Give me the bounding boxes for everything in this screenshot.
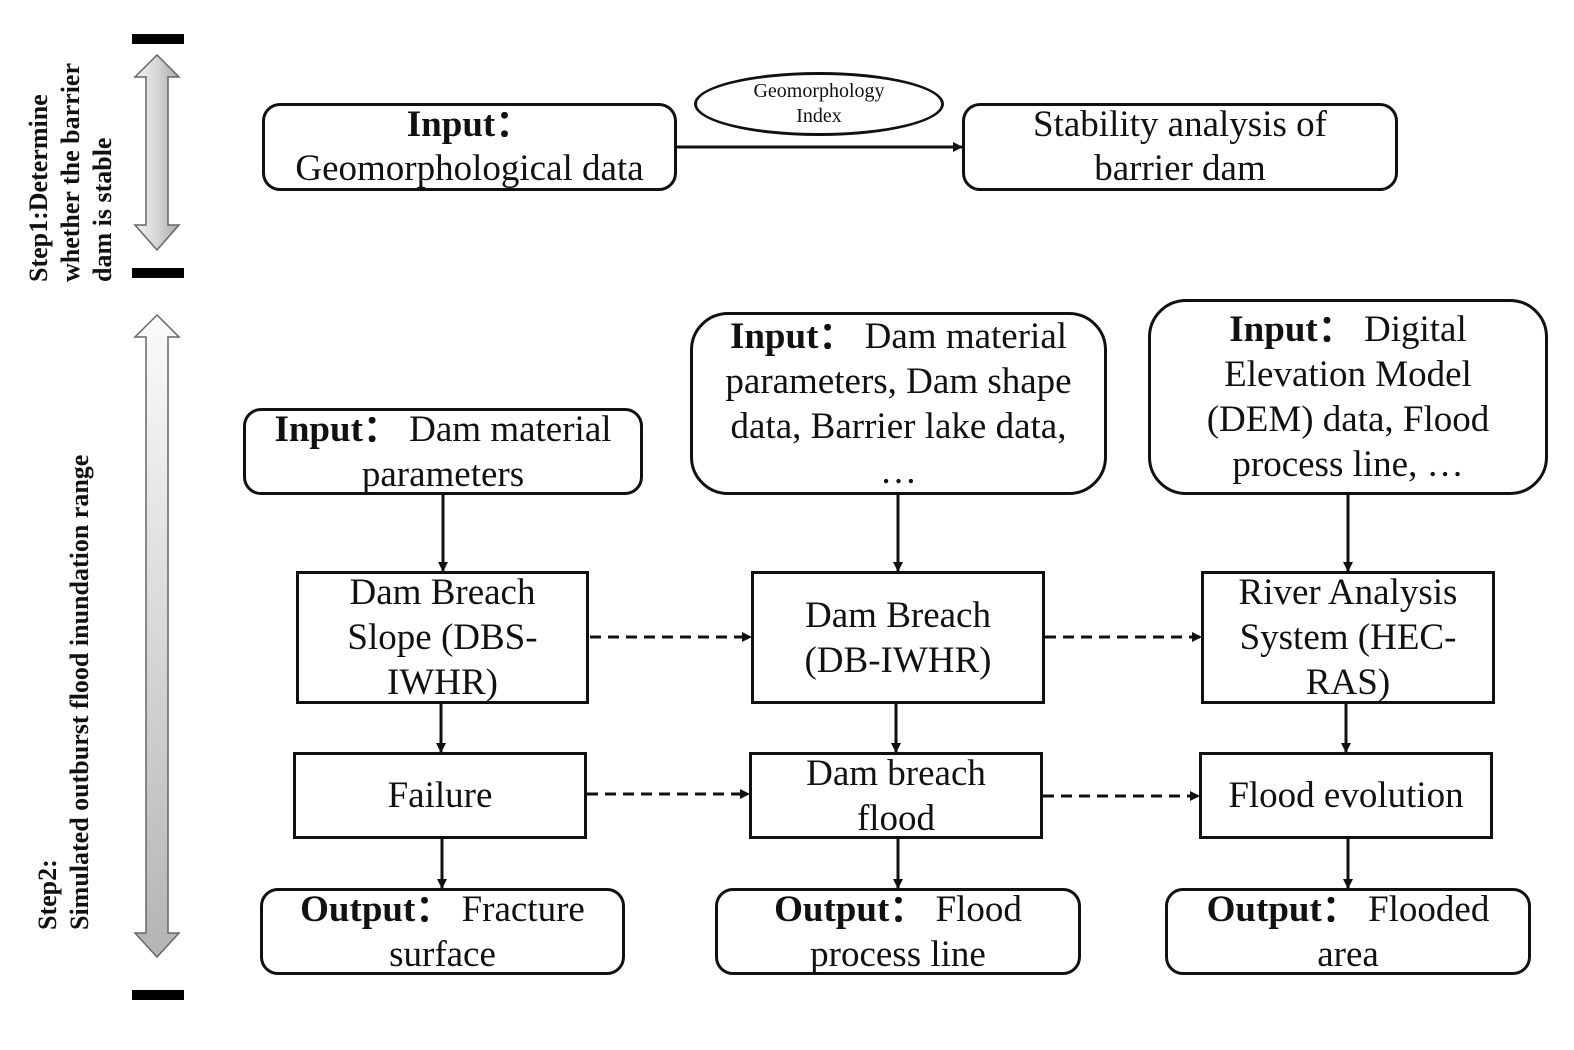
step1-input-bold: Input： <box>406 104 533 145</box>
step1-top-bar <box>132 34 184 44</box>
geomorphology-index-ellipse: Geomorphology Index <box>694 72 944 136</box>
step2-label: Step2: Simulated outburst flood inundati… <box>33 454 94 930</box>
output-box-fracture-surface: Output： Fracture surface <box>260 888 625 975</box>
step2-double-arrow <box>133 313 181 959</box>
model-box-db-iwhr: Dam Breach (DB-IWHR) <box>751 571 1045 704</box>
result-box-flood-evolution: Flood evolution <box>1199 752 1493 839</box>
step1-label: Step1:Determine whether the barrier dam … <box>24 62 117 282</box>
step1-input-box: Input： Geomorphological data <box>262 103 677 191</box>
stability-analysis-box: Stability analysis of barrier dam <box>962 103 1398 191</box>
input-box-dam-material: Input： Dam material parameters <box>243 408 643 495</box>
input-box-dam-shape: Input： Dam material parameters, Dam shap… <box>690 312 1107 495</box>
step1-bottom-bar <box>132 268 184 278</box>
input-box-dem-data: Input： Digital Elevation Model (DEM) dat… <box>1148 299 1548 495</box>
model-box-hec-ras: River Analysis System (HEC-RAS) <box>1201 571 1495 704</box>
result-box-dam-breach-flood: Dam breach flood <box>749 752 1043 839</box>
output-box-flooded-area: Output： Flooded area <box>1165 888 1531 975</box>
step2-bottom-bar <box>132 990 184 1000</box>
step1-double-arrow <box>133 53 181 252</box>
model-box-dbs-iwhr: Dam Breach Slope (DBS-IWHR) <box>296 571 589 704</box>
output-box-flood-process-line: Output： Flood process line <box>715 888 1081 975</box>
step1-input-text: Geomorphological data <box>295 148 644 189</box>
result-box-failure: Failure <box>293 752 587 839</box>
